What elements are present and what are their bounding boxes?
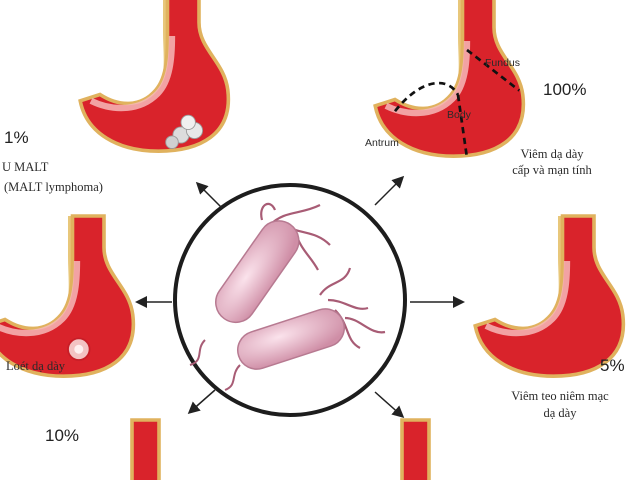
- gastritis-label-line1: Viêm dạ dày: [520, 147, 584, 161]
- gastritis-label-line2: cấp và mạn tính: [512, 163, 592, 177]
- atrophy-label-line2: dạ dày: [543, 406, 577, 420]
- label-body: Body: [447, 109, 472, 121]
- bacterium-2: [224, 267, 386, 391]
- ulcer-label: Loét dạ dày: [6, 359, 66, 373]
- label-antrum: Antrum: [365, 137, 399, 149]
- malt-percent: 1%: [4, 128, 29, 147]
- center-circle: [173, 183, 407, 417]
- malt-label-line2: (MALT lymphoma): [4, 180, 103, 194]
- gastritis-percent: 100%: [543, 80, 587, 99]
- arrows: [135, 175, 465, 418]
- bottom-left-percent: 10%: [45, 426, 80, 445]
- bacterium-1: [189, 202, 331, 366]
- label-fundus: Fundus: [485, 57, 520, 69]
- stomach-bottom-right: [400, 418, 431, 480]
- lymphoma-nodules: [165, 114, 204, 149]
- stomach-atrophy: [475, 216, 623, 376]
- malt-label-line1: U MALT: [2, 160, 49, 174]
- stomach-gastritis: [375, 0, 523, 158]
- atrophy-label-line1: Viêm teo niêm mạc: [511, 389, 609, 403]
- stomach-bottom-left: [130, 418, 161, 480]
- stomach-malt-lymphoma: [80, 0, 228, 151]
- atrophy-percent: 5%: [600, 356, 625, 375]
- stomach-region-labels: Fundus Body Antrum: [365, 57, 520, 149]
- stomach-ulcer: [0, 216, 133, 376]
